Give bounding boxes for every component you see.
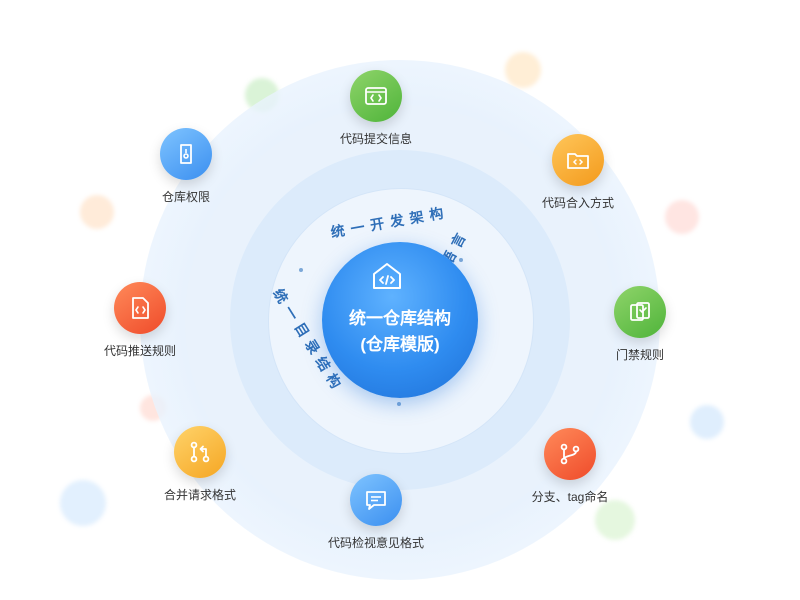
ring-dot [299,268,303,272]
node-label: 代码提交信息 [339,132,412,146]
ring-dot [397,402,401,406]
node-merge-method: 代码合入方式 [518,134,638,211]
commit-badge [350,70,402,122]
node-commit-message: 代码提交信息 [316,70,436,147]
bokeh-dot [690,405,724,439]
branch-badge [544,428,596,480]
node-gate-rules: 门禁规则 [580,286,700,363]
push-badge [114,282,166,334]
bokeh-dot [665,200,699,234]
center-subtitle: (仓库模版) [360,335,440,354]
node-label: 代码合入方式 [541,196,614,210]
node-label: 代码推送规则 [103,344,176,358]
merge-request-icon [190,441,210,463]
bokeh-dot [60,480,106,526]
gate-rule-icon [630,302,650,321]
merge-method-badge [552,134,604,186]
code-file-icon [132,297,149,319]
code-window-icon [365,87,387,105]
node-repo-permissions: 仓库权限 [126,128,246,205]
branch-icon [560,443,580,465]
node-label: 分支、tag命名 [531,490,609,504]
bokeh-dot [80,195,114,229]
node-review-comment-format: 代码检视意见格式 [316,474,436,551]
review-badge [350,474,402,526]
ring-dot [459,258,463,262]
node-push-rules: 代码推送规则 [80,282,200,359]
lock-icon [180,144,192,164]
code-house-icon [373,263,401,289]
bokeh-dot [595,500,635,540]
permission-badge [160,128,212,180]
center-core: 统一仓库结构 (仓库模版) [322,242,478,398]
gate-badge [614,286,666,338]
code-folder-icon [567,153,589,169]
comment-icon [366,491,386,510]
bokeh-dot [505,52,541,88]
node-label: 门禁规则 [615,348,664,362]
node-merge-request-format: 合并请求格式 [140,426,260,503]
node-label: 仓库权限 [161,190,210,204]
center-title: 统一仓库结构 [349,309,451,328]
merge-request-badge [174,426,226,478]
node-branch-naming: 分支、tag命名 [510,428,630,505]
node-label: 合并请求格式 [163,488,236,502]
node-label: 代码检视意见格式 [327,536,424,550]
